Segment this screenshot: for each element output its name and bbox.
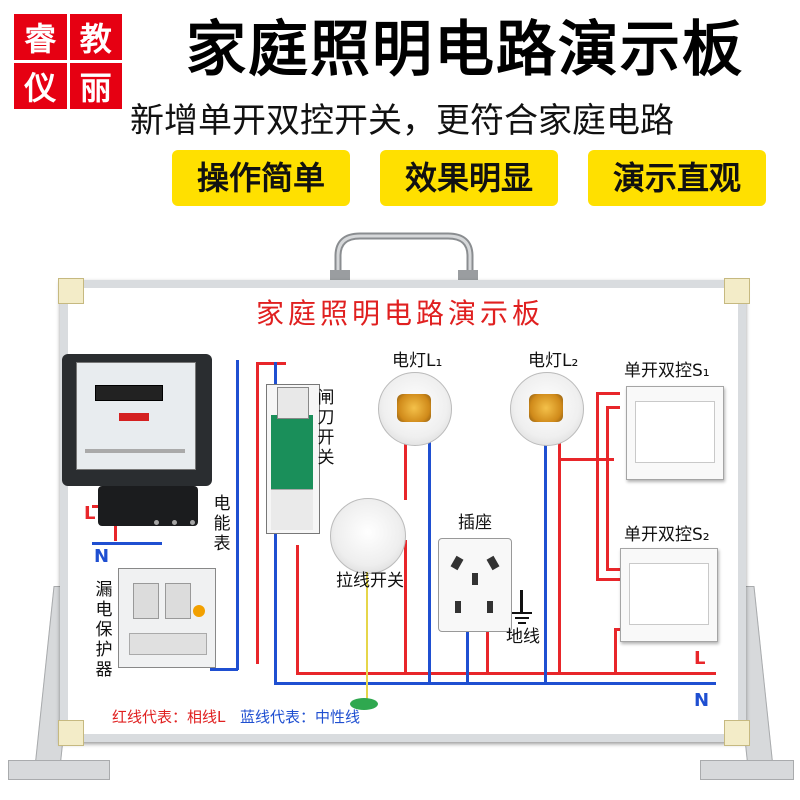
phase-label-right: L <box>694 648 706 669</box>
pull-switch-label: 拉线开关 <box>336 571 404 591</box>
blue-wire <box>274 682 716 685</box>
lamp-l2-label: 电灯L₂ <box>528 351 579 371</box>
feature-tag-intuitive: 演示直观 <box>588 150 766 206</box>
red-wire <box>614 628 617 674</box>
knife-switch-label: 闸刀开关 <box>317 388 335 468</box>
terminal-screw <box>154 520 159 525</box>
neutral-label-left: N <box>94 546 110 567</box>
terminal-screw <box>172 520 177 525</box>
board-corner <box>58 720 84 746</box>
legend-red-wire: 红线代表：相线L <box>112 708 226 726</box>
knife-switch-base <box>271 489 313 530</box>
breaker-terminals <box>129 633 207 655</box>
pull-cord-switch <box>330 498 406 574</box>
neutral-label-right: N <box>694 690 710 711</box>
energy-meter-face <box>76 362 196 470</box>
stand-foot-right <box>700 760 794 780</box>
ground-symbol <box>518 622 526 624</box>
red-wire <box>256 362 259 664</box>
brand-char-2: 教 <box>69 14 122 60</box>
red-wire <box>596 392 620 395</box>
brand-char-4: 丽 <box>69 63 122 109</box>
page-subtitle: 新增单开双控开关，更符合家庭电路 <box>130 101 674 141</box>
test-button <box>193 605 205 617</box>
board-corner <box>724 278 750 304</box>
blue-wire <box>92 542 162 545</box>
meter-label: 电能表 <box>213 494 231 554</box>
stand-foot-left <box>8 760 110 780</box>
switch-s1-label: 单开双控S₁ <box>624 361 710 381</box>
wall-switch-s2 <box>620 548 718 642</box>
red-wire <box>606 568 620 571</box>
feature-tag-effect: 效果明显 <box>380 150 558 206</box>
lamp-socket-l2 <box>529 394 563 422</box>
lamp-l1-label: 电灯L₁ <box>392 351 443 371</box>
red-wire <box>256 362 286 365</box>
red-wire <box>606 406 620 409</box>
blue-wire <box>544 436 547 684</box>
red-wire <box>404 540 407 674</box>
breaker-pole <box>165 583 191 619</box>
breaker-pole <box>133 583 159 619</box>
carry-handle <box>330 232 478 286</box>
socket-pin <box>455 601 461 613</box>
phase-label-left: L <box>84 503 96 524</box>
pull-cord-handle <box>350 698 378 710</box>
red-wire <box>296 545 299 675</box>
lamp-socket-l1 <box>397 394 431 422</box>
brand-char-1: 睿 <box>14 14 67 60</box>
blue-wire <box>466 626 469 684</box>
red-wire <box>606 406 609 570</box>
socket-label: 插座 <box>458 513 492 533</box>
blue-wire <box>236 360 239 670</box>
board-corner <box>724 720 750 746</box>
wall-switch-s1 <box>626 386 724 480</box>
blue-wire <box>428 436 431 684</box>
board-corner <box>58 278 84 304</box>
switch-rocker <box>629 563 709 625</box>
brand-logo: 睿 教 仪 丽 <box>14 14 122 109</box>
page-title: 家庭照明电路演示板 <box>186 15 744 85</box>
red-wire <box>296 672 716 675</box>
ground-symbol <box>512 612 532 614</box>
leakage-protector <box>118 568 216 668</box>
socket-pin <box>472 573 478 585</box>
meter-nameplate-line <box>85 449 185 453</box>
red-wire <box>596 578 620 581</box>
knife-switch-body <box>271 415 313 489</box>
red-wire <box>558 430 561 674</box>
meter-logo-bar <box>119 413 149 421</box>
meter-counter-display <box>95 385 163 401</box>
knife-switch <box>266 384 320 534</box>
energy-meter-terminal-block <box>98 486 198 526</box>
red-wire <box>404 430 407 500</box>
blue-wire <box>210 668 238 671</box>
red-wire <box>596 392 599 580</box>
switch-rocker <box>635 401 715 463</box>
terminal-screw <box>190 520 195 525</box>
pull-cord <box>366 572 368 702</box>
socket-pin <box>486 555 500 571</box>
brand-char-3: 仪 <box>14 63 67 109</box>
ground-symbol <box>515 617 529 619</box>
ground-wire <box>520 590 523 612</box>
switch-s2-label: 单开双控S₂ <box>624 525 710 545</box>
red-wire <box>558 458 614 461</box>
socket-pin <box>450 555 464 571</box>
leakage-protector-label: 漏电保护器 <box>95 580 113 680</box>
socket-pin <box>487 601 493 613</box>
ground-label: 地线 <box>506 627 540 647</box>
legend-blue-wire: 蓝线代表：中性线 <box>240 708 361 726</box>
knife-switch-handle <box>277 387 309 419</box>
red-wire <box>486 626 489 674</box>
feature-tag-easy: 操作简单 <box>172 150 350 206</box>
power-socket <box>438 538 512 632</box>
board-title: 家庭照明电路演示板 <box>255 297 544 330</box>
